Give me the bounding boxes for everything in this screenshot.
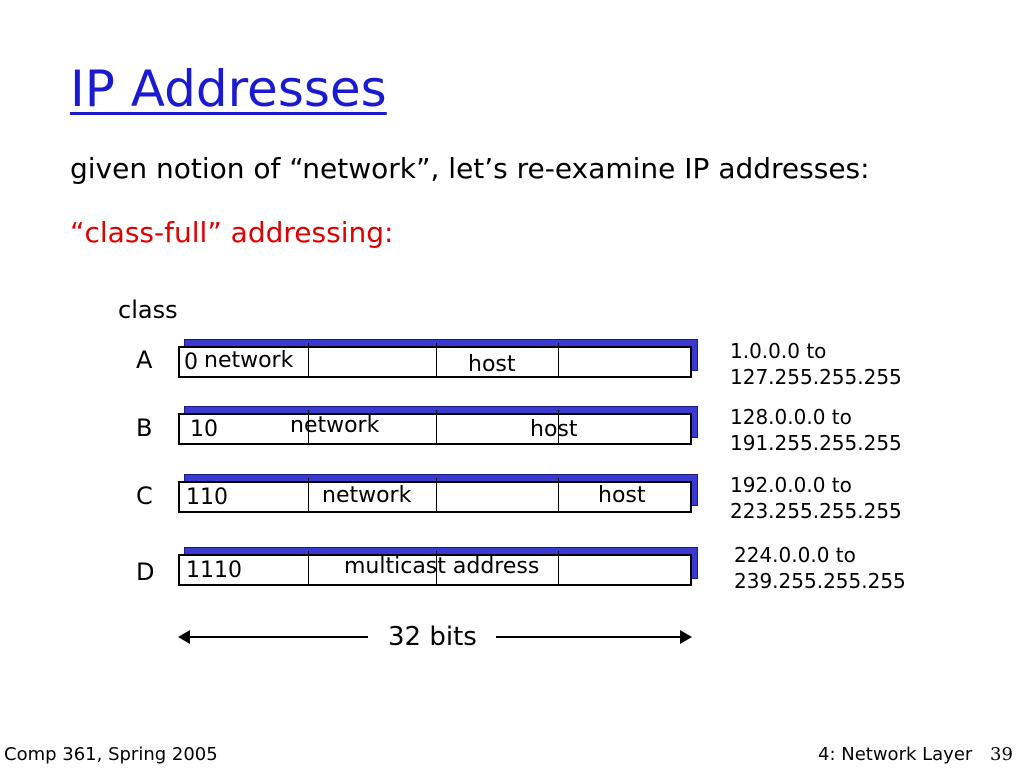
class-prefix: 1110 (186, 558, 242, 583)
class-column-label: class (118, 296, 178, 324)
range-start: 224.0.0.0 to (734, 543, 856, 567)
class-c-letter: C (136, 482, 153, 510)
host-field-label: host (598, 483, 646, 508)
byte-divider (308, 343, 309, 377)
class-prefix: 10 (190, 417, 218, 442)
bits-arrow-line-right (496, 636, 684, 638)
range-end: 223.255.255.255 (730, 499, 902, 523)
class-d-range: 224.0.0.0 to 239.255.255.255 (734, 542, 906, 594)
address-box (178, 554, 692, 586)
range-end: 127.255.255.255 (730, 365, 902, 389)
network-field-label: network (322, 483, 412, 508)
footer-course: Comp 361, Spring 2005 (4, 744, 218, 765)
class-b-letter: B (136, 414, 153, 442)
footer-chapter: 4: Network Layer (818, 744, 973, 765)
byte-divider (436, 410, 437, 444)
network-field-label: network (290, 413, 380, 438)
classfull-heading: “class-full” addressing: (70, 216, 394, 249)
byte-divider (308, 551, 309, 585)
byte-divider (558, 343, 559, 377)
class-a-row: 0 network host (178, 339, 698, 378)
network-field-label: network (204, 348, 294, 373)
left-arrowhead-icon (178, 630, 190, 644)
class-d-letter: D (136, 558, 155, 586)
slide-subtitle: given notion of “network”, let’s re-exam… (70, 152, 870, 185)
class-b-range: 128.0.0.0 to 191.255.255.255 (730, 404, 902, 456)
class-prefix: 0 (184, 350, 198, 375)
class-b-row: 10 network host (178, 406, 698, 445)
range-end: 191.255.255.255 (730, 431, 902, 455)
range-start: 128.0.0.0 to (730, 405, 852, 429)
address-box (178, 346, 692, 378)
address-box (178, 481, 692, 513)
right-arrowhead-icon (680, 630, 692, 644)
bits-width-label: 32 bits (388, 622, 477, 652)
range-end: 239.255.255.255 (734, 569, 906, 593)
range-start: 192.0.0.0 to (730, 473, 852, 497)
host-field-label: host (468, 352, 516, 377)
class-a-letter: A (136, 346, 153, 374)
multicast-field-label: multicast address (344, 554, 540, 579)
byte-divider (436, 478, 437, 512)
address-box (178, 413, 692, 445)
range-start: 1.0.0.0 to (730, 339, 827, 363)
class-prefix: 110 (186, 485, 228, 510)
page-number: 39 (990, 744, 1013, 765)
class-a-range: 1.0.0.0 to 127.255.255.255 (730, 338, 902, 390)
byte-divider (436, 343, 437, 377)
byte-divider (308, 478, 309, 512)
class-d-row: 1110 multicast address (178, 547, 698, 586)
host-field-label: host (530, 417, 578, 442)
slide-title: IP Addresses (70, 60, 387, 118)
byte-divider (558, 410, 559, 444)
byte-divider (436, 551, 437, 585)
class-c-range: 192.0.0.0 to 223.255.255.255 (730, 472, 902, 524)
byte-divider (308, 410, 309, 444)
byte-divider (558, 478, 559, 512)
class-c-row: 110 network host (178, 474, 698, 513)
byte-divider (558, 551, 559, 585)
bits-arrow-line-left (186, 636, 368, 638)
